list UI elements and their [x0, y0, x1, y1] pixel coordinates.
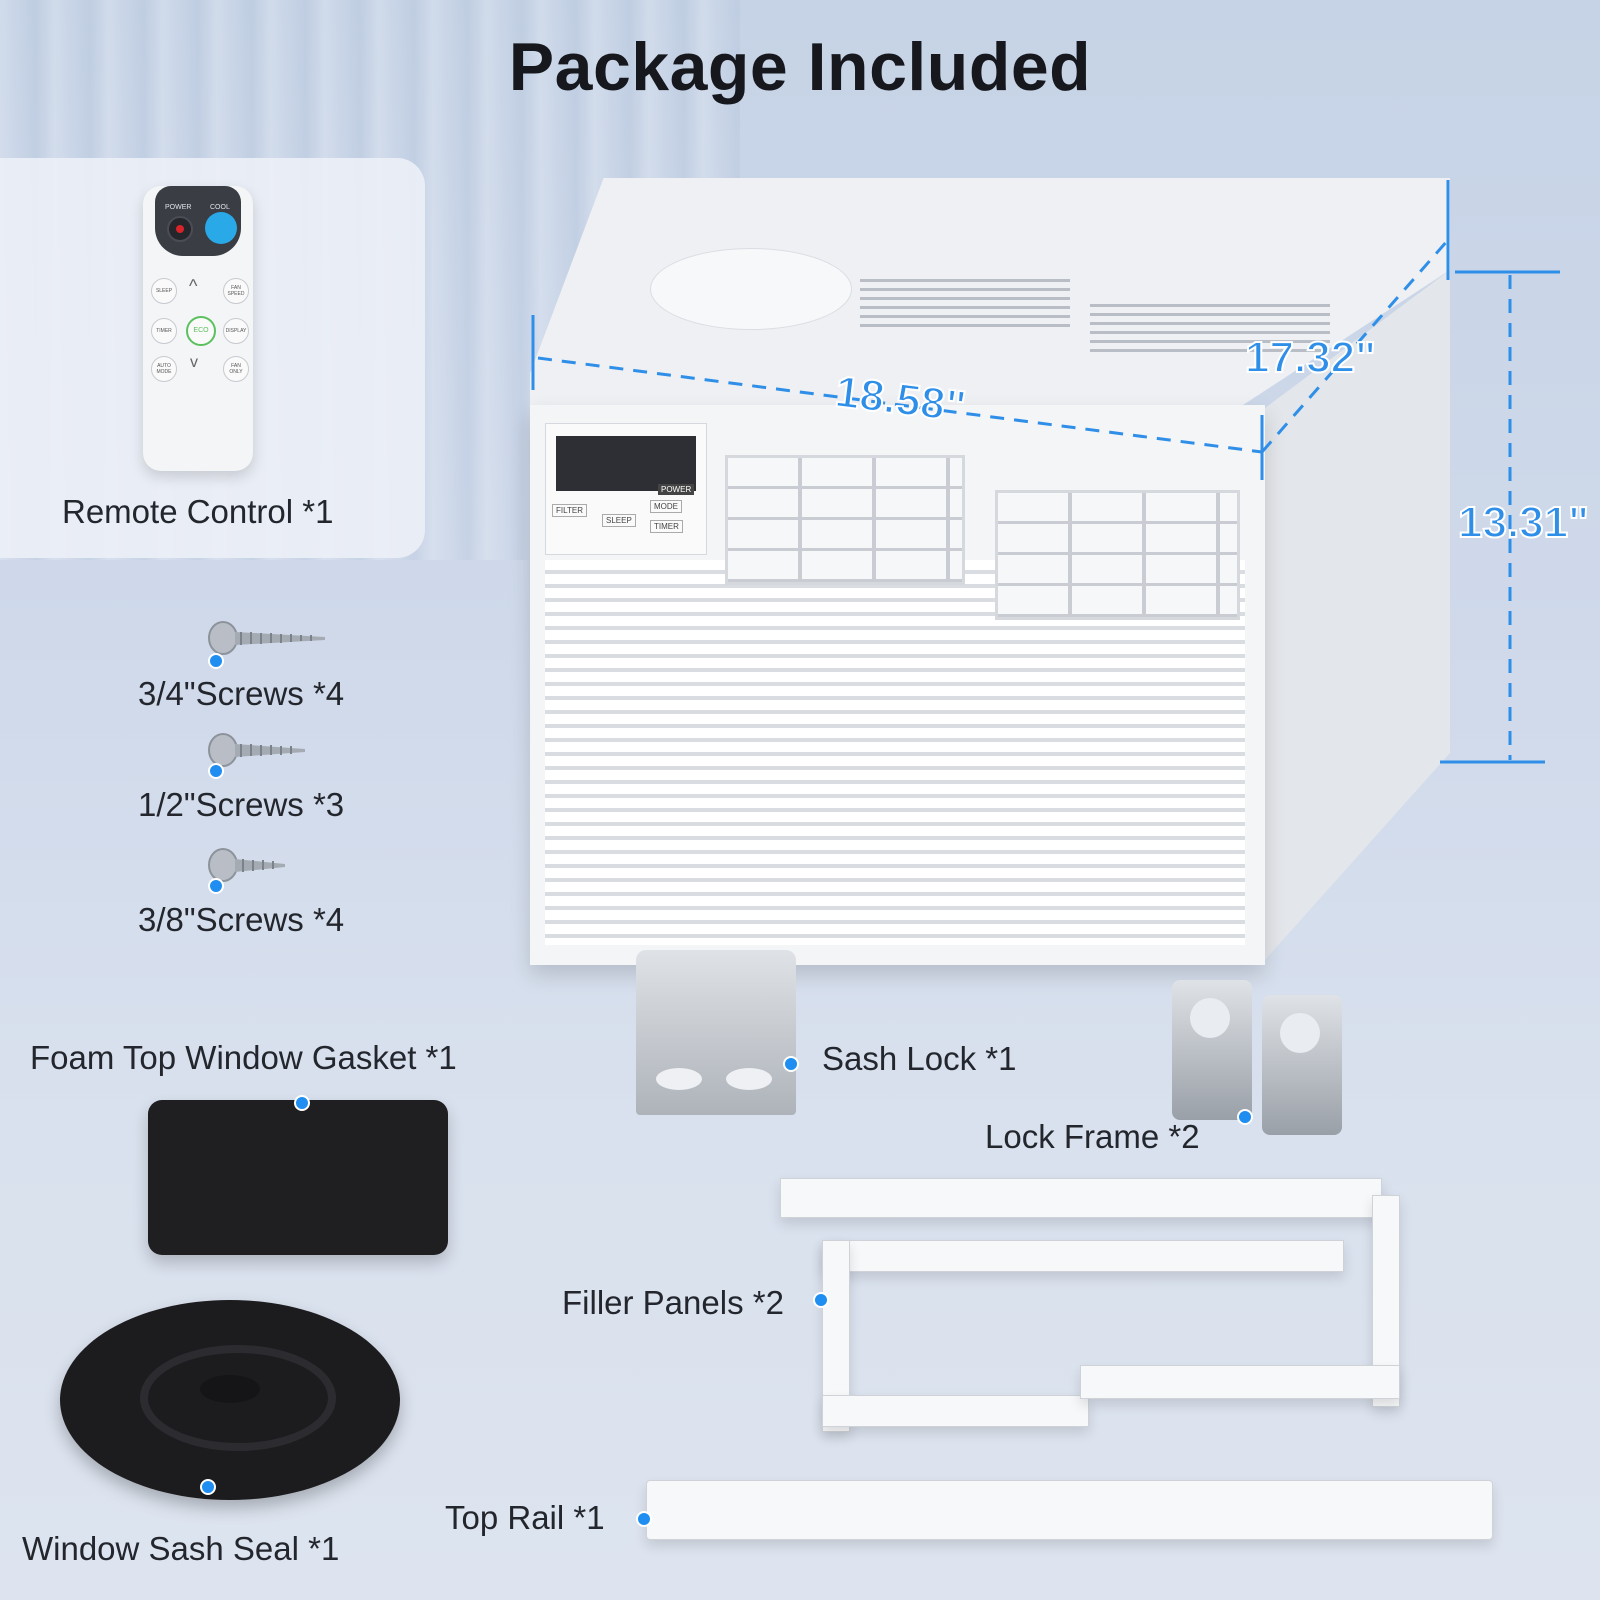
- screws-38-label: 3/8"Screws *4: [138, 901, 345, 938]
- foam-gasket-label: Foam Top Window Gasket *1: [30, 1039, 457, 1076]
- remote-control-label: Remote Control *1: [62, 493, 334, 530]
- filler-panel-inner: [822, 1240, 1344, 1272]
- ac-power-button: POWER: [658, 484, 695, 495]
- ac-filter-button: FILTER: [552, 504, 587, 517]
- top-rail-image: [646, 1480, 1493, 1540]
- screw-12-image: [208, 733, 305, 767]
- foam-gasket-image: [148, 1100, 448, 1255]
- remote-cool-label: COOL: [210, 204, 230, 211]
- screw-34-image: [208, 621, 325, 655]
- chevron-down-icon: v: [190, 354, 198, 371]
- screw-38-image: [208, 848, 285, 882]
- screws-34-label: 3/4"Screws *4: [138, 675, 345, 712]
- screws-38-marker: [208, 878, 224, 894]
- ac-timer-button: TIMER: [650, 520, 683, 533]
- foam-gasket-marker: [294, 1095, 310, 1111]
- lock-frame-image-left: [1172, 980, 1252, 1120]
- remote-fan-speed-key: FAN SPEED: [223, 278, 249, 304]
- sash-lock-marker: [783, 1056, 799, 1072]
- ac-top-vent-left: [860, 273, 1070, 333]
- ac-mode-button: MODE: [650, 500, 682, 513]
- remote-sleep-key: SLEEP: [151, 278, 177, 304]
- page-title: Package Included: [508, 29, 1092, 105]
- lock-frame-marker: [1237, 1109, 1253, 1125]
- ac-top-vent-right: [1090, 298, 1330, 358]
- sash-lock-hole-right: [726, 1068, 772, 1090]
- lock-frame-label: Lock Frame *2: [985, 1118, 1200, 1155]
- remote-power-button: [167, 216, 193, 242]
- sash-lock-label: Sash Lock *1: [822, 1040, 1017, 1077]
- ac-air-vent-right: [995, 490, 1240, 620]
- filler-panels-marker: [813, 1292, 829, 1308]
- remote-display-key: DISPLAY: [223, 318, 249, 344]
- remote-cool-button: [205, 212, 237, 244]
- sash-lock-hole-left: [656, 1068, 702, 1090]
- ac-sleep-button: SLEEP: [602, 514, 636, 527]
- ac-air-vent-left: [725, 455, 965, 585]
- remote-control-card: POWER COOL SLEEP FAN SPEED ^ TIMER ECO D…: [0, 158, 425, 558]
- lock-frame-hole: [1280, 1013, 1320, 1053]
- remote-timer-key: TIMER: [151, 318, 177, 344]
- ac-front-grille: [545, 560, 1245, 945]
- filler-panel-top: [780, 1178, 1382, 1218]
- dimension-depth: 17.32": [1244, 332, 1377, 383]
- top-rail-label: Top Rail *1: [445, 1499, 605, 1536]
- sash-seal-label: Window Sash Seal *1: [22, 1530, 340, 1567]
- remote-control-image: POWER COOL SLEEP FAN SPEED ^ TIMER ECO D…: [143, 186, 253, 471]
- sash-seal-marker: [200, 1479, 216, 1495]
- chevron-up-icon: ^: [189, 276, 198, 296]
- remote-fan-only-key: FAN ONLY: [223, 356, 249, 382]
- ac-top-panel: [530, 178, 1450, 408]
- sash-seal-image: [60, 1300, 400, 1500]
- lock-frame-hole: [1190, 998, 1230, 1038]
- remote-eco-key: ECO: [186, 316, 216, 346]
- power-led-icon: [176, 225, 184, 233]
- ac-display: [556, 436, 696, 491]
- lock-frame-image-right: [1262, 995, 1342, 1135]
- ac-top-circle: [650, 248, 852, 330]
- filler-panel-bottom-right: [1080, 1365, 1400, 1399]
- screws-12-marker: [208, 763, 224, 779]
- screws-12-label: 1/2"Screws *3: [138, 786, 345, 823]
- dimension-height: 13.31": [1457, 497, 1590, 548]
- top-rail-marker: [636, 1511, 652, 1527]
- remote-top-panel: POWER COOL: [155, 186, 241, 256]
- remote-auto-mode-key: AUTO MODE: [151, 356, 177, 382]
- ac-control-panel: FILTER SLEEP MODE TIMER POWER: [545, 423, 707, 555]
- remote-power-label: POWER: [165, 204, 192, 211]
- filler-panels-label: Filler Panels *2: [562, 1284, 784, 1321]
- sash-lock-image: [636, 950, 796, 1115]
- screws-34-marker: [208, 653, 224, 669]
- filler-panel-bottom-left: [822, 1395, 1089, 1427]
